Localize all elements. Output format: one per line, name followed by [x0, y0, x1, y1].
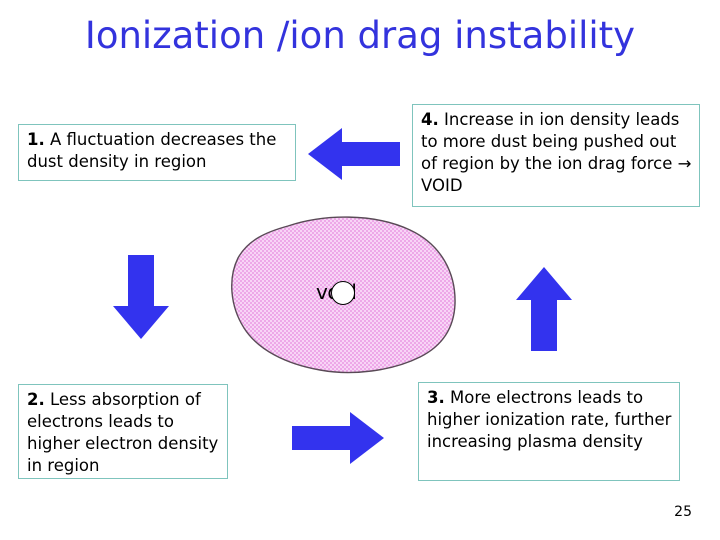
step-box-4: 4. Increase in ion density leads to more…: [412, 104, 700, 207]
step-box-1-number: 1.: [27, 130, 45, 149]
step-box-3: 3. More electrons leads to higher ioniza…: [418, 382, 680, 481]
step-box-3-number: 3.: [427, 388, 445, 407]
step-box-3-text: More electrons leads to higher ionizatio…: [427, 388, 672, 451]
step-box-1: 1. A fluctuation decreases the dust dens…: [18, 124, 296, 181]
step-box-2: 2. Less absorption of electrons leads to…: [18, 384, 228, 479]
step-box-4-text: Increase in ion density leads to more du…: [421, 110, 692, 195]
step-box-1-text: A fluctuation decreases the dust density…: [27, 130, 277, 171]
step-box-2-text: Less absorption of electrons leads to hi…: [27, 390, 219, 475]
arrow-down-icon: [110, 255, 172, 339]
arrow-right-icon: [292, 410, 384, 466]
arrow-left-icon: [308, 126, 400, 182]
step-box-4-number: 4.: [421, 110, 439, 129]
page-title: Ionization /ion drag instability: [84, 14, 636, 57]
arrow-up-icon: [513, 267, 575, 351]
page-number: 25: [674, 504, 692, 520]
step-box-2-number: 2.: [27, 390, 45, 409]
void-circle-icon: [331, 281, 355, 305]
